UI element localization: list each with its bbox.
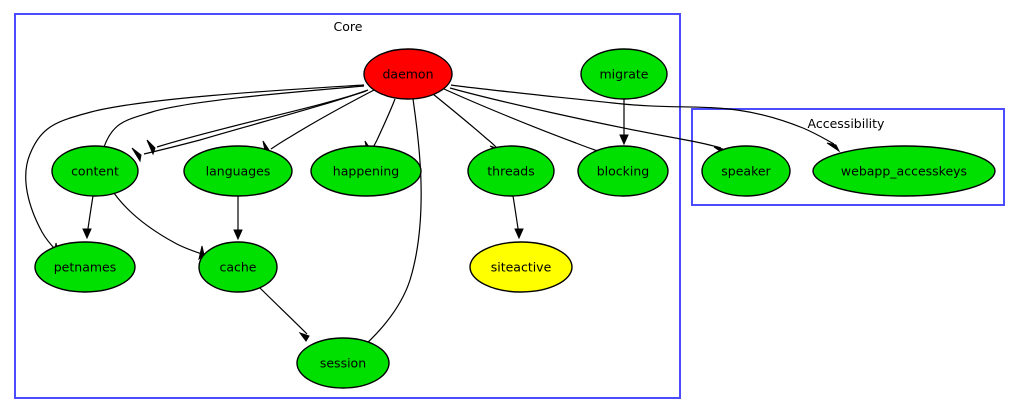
edge-line <box>371 98 396 150</box>
edge-arrowhead <box>131 147 142 163</box>
cluster-label-core: Core <box>334 19 363 34</box>
edge-daemon-to-threads <box>432 93 503 155</box>
edge-migrate-to-blocking <box>619 99 629 146</box>
edge-line <box>432 93 498 149</box>
edge-arrowhead <box>619 134 629 146</box>
edge-line <box>450 84 835 145</box>
node-happening[interactable]: happening <box>310 145 422 197</box>
node-label-speaker: speaker <box>721 164 771 179</box>
node-session[interactable]: session <box>296 337 390 389</box>
node-siteactive[interactable]: siteactive <box>469 241 573 293</box>
node-label-session: session <box>320 356 366 371</box>
edge-arrowhead <box>514 228 524 240</box>
edge-daemon-to-speaker <box>449 87 728 157</box>
node-shape-speaker[interactable] <box>701 145 791 197</box>
node-shape-happening[interactable] <box>310 145 422 197</box>
node-shape-content[interactable] <box>51 145 139 197</box>
edges-layer <box>25 84 841 357</box>
node-shape-migrate[interactable] <box>580 48 668 100</box>
edge-daemon-to-webapp_accesskeys <box>450 84 841 153</box>
node-label-siteactive: siteactive <box>491 260 552 275</box>
edge-arrowhead <box>82 228 92 240</box>
edge-content-to-petnames <box>82 195 94 240</box>
node-label-blocking: blocking <box>597 164 650 179</box>
edge-line <box>257 285 308 335</box>
edge-line <box>101 85 365 255</box>
cluster-label-accessibility: Accessibility <box>808 116 886 131</box>
node-label-petnames: petnames <box>54 260 117 275</box>
edge-arrowhead <box>298 332 310 342</box>
node-migrate[interactable]: migrate <box>580 48 668 100</box>
edge-threads-to-siteactive <box>512 195 524 240</box>
node-shape-languages[interactable] <box>183 145 293 197</box>
node-shape-petnames[interactable] <box>34 241 136 293</box>
edge-line <box>156 90 367 148</box>
node-label-daemon: daemon <box>382 67 433 82</box>
edge-line <box>143 89 369 155</box>
node-label-cache: cache <box>219 260 256 275</box>
node-cache[interactable]: cache <box>198 241 278 293</box>
edge-line <box>449 87 722 149</box>
edge-daemon-to-content <box>131 89 369 163</box>
edge-daemon-to-languages <box>262 88 377 157</box>
node-label-content: content <box>71 164 119 179</box>
edge-arrowhead <box>233 229 243 241</box>
node-languages[interactable]: languages <box>183 145 293 197</box>
node-daemon[interactable]: daemon <box>363 48 453 100</box>
edge-arrowhead <box>146 139 156 156</box>
node-shape-blocking[interactable] <box>577 145 669 197</box>
cluster-box-accessibility <box>691 108 1005 206</box>
node-shape-threads[interactable] <box>467 145 555 197</box>
node-shape-cache[interactable] <box>198 241 278 293</box>
node-label-threads: threads <box>487 164 535 179</box>
node-content[interactable]: content <box>51 145 139 197</box>
nodes-layer: daemon migrate content languages happening th… <box>34 48 996 389</box>
node-speaker[interactable]: speaker <box>701 145 791 197</box>
cluster-box-core <box>14 13 681 399</box>
edge-line <box>356 98 422 353</box>
edge-daemon-to-content <box>146 90 367 156</box>
node-shape-session[interactable] <box>296 337 390 389</box>
node-blocking[interactable]: blocking <box>577 145 669 197</box>
node-webapp_accesskeys[interactable]: webapp_accesskeys <box>812 145 996 197</box>
node-label-webapp_accesskeys: webapp_accesskeys <box>841 164 967 179</box>
edge-cache-to-session <box>257 285 310 342</box>
edge-languages-to-cache <box>233 196 243 241</box>
node-label-languages: languages <box>206 164 271 179</box>
edge-line <box>25 84 365 251</box>
edge-line <box>270 88 377 150</box>
node-shape-daemon[interactable] <box>363 48 453 100</box>
node-shape-webapp_accesskeys[interactable] <box>812 145 996 197</box>
node-label-migrate: migrate <box>600 67 649 82</box>
node-petnames[interactable]: petnames <box>34 241 136 293</box>
edge-arrowhead <box>826 142 841 153</box>
node-shape-siteactive[interactable] <box>469 241 573 293</box>
edge-line <box>443 88 604 154</box>
node-threads[interactable]: threads <box>467 145 555 197</box>
edge-daemon-to-session <box>350 98 422 357</box>
node-label-happening: happening <box>333 164 399 179</box>
